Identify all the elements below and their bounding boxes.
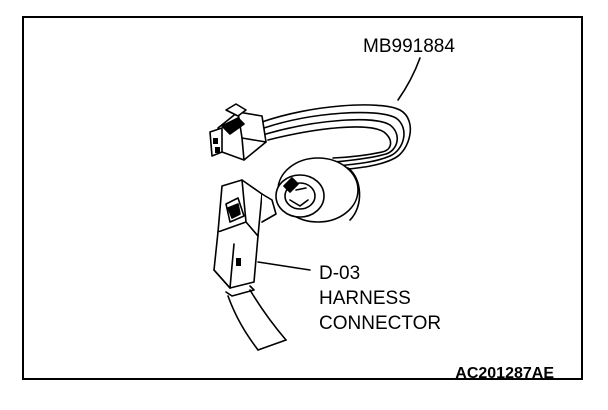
connector-leader-line [257,261,311,271]
connector-name-line-2: CONNECTOR [319,313,442,334]
tool-leader-line [397,57,421,101]
connector-label: D-03 HARNESS CONNECTOR [319,261,441,336]
wire-bundle [261,104,412,171]
figure-code: AC201287AE [455,365,554,382]
harness-connector [213,179,277,297]
figure-frame [22,16,583,380]
connector-id: D-03 [319,263,361,284]
harness-cable [227,289,287,351]
tool-label: MB991884 [363,36,455,57]
tool-plug-connector [209,103,267,161]
connector-name-line-1: HARNESS [319,288,411,309]
round-connector [275,157,361,223]
